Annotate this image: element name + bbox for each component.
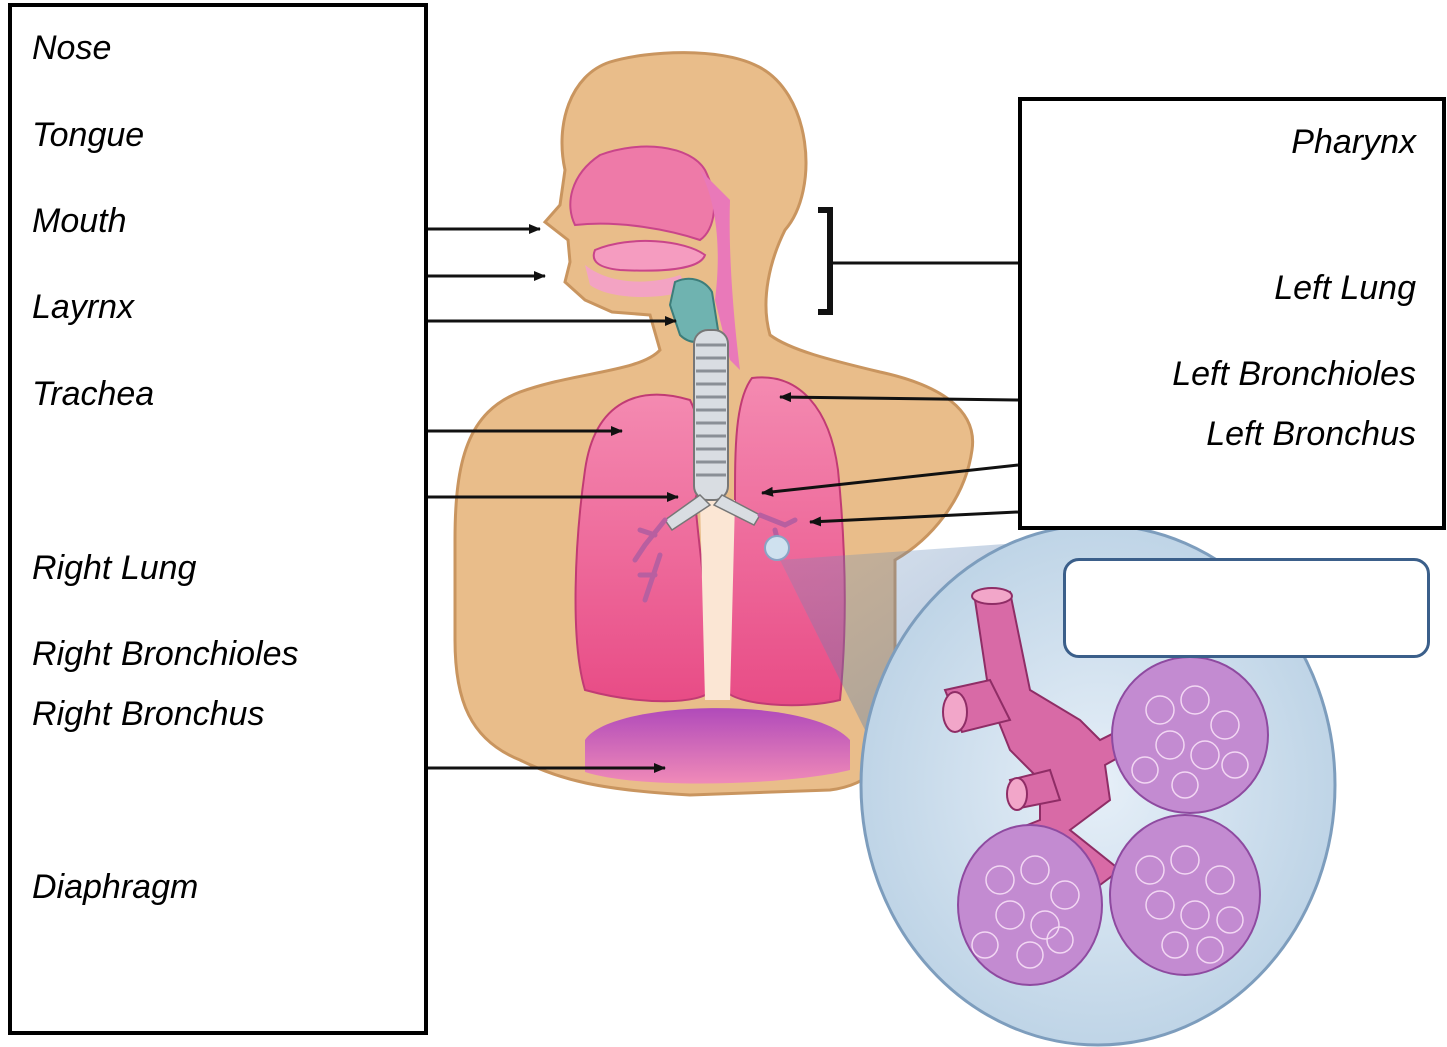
label-right-bronchus: Right Bronchus bbox=[32, 697, 264, 731]
label-tongue: Tongue bbox=[32, 118, 144, 152]
label-right-bronchioles: Right Bronchioles bbox=[32, 637, 298, 671]
label-trachea: Trachea bbox=[32, 377, 154, 411]
alveoli-cluster-top bbox=[1112, 657, 1268, 813]
label-right-lung: Right Lung bbox=[32, 551, 196, 585]
label-left-bronchus: Left Bronchus bbox=[1206, 417, 1416, 451]
left-alveoli-small bbox=[765, 536, 789, 560]
alveoli-cluster-bottom-left bbox=[958, 825, 1102, 985]
blank-label-box[interactable] bbox=[1063, 558, 1430, 658]
bracket-icon bbox=[818, 210, 1018, 312]
label-left-lung: Left Lung bbox=[1274, 271, 1416, 305]
diaphragm-shape bbox=[585, 708, 850, 783]
label-nose: Nose bbox=[32, 31, 111, 65]
right-label-box: Pharynx Left Lung Left Bronchioles Left … bbox=[1018, 97, 1446, 530]
label-left-bronchioles: Left Bronchioles bbox=[1172, 357, 1416, 391]
mediastinum bbox=[700, 500, 735, 700]
label-pharynx: Pharynx bbox=[1291, 125, 1416, 159]
left-label-box: Nose Tongue Mouth Layrnx Trachea Right L… bbox=[8, 3, 428, 1035]
label-mouth: Mouth bbox=[32, 204, 127, 238]
alveoli-cluster-bottom-right bbox=[1110, 815, 1260, 975]
label-larynx: Layrnx bbox=[32, 290, 134, 324]
label-diaphragm: Diaphragm bbox=[32, 870, 198, 904]
